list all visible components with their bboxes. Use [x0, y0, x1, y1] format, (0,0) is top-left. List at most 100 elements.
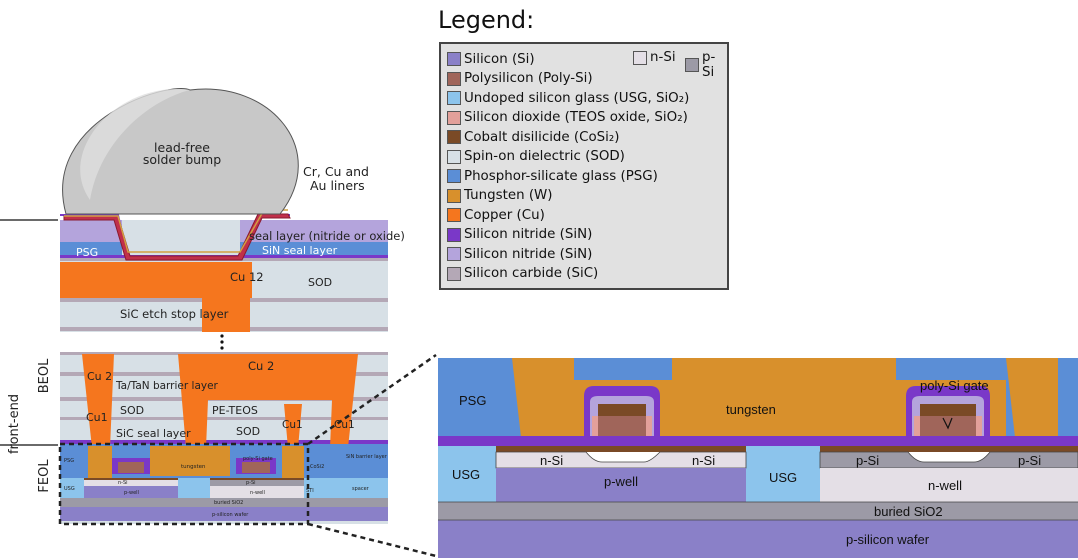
feol-detail-view: [438, 358, 1078, 558]
seal-layer-label: seal layer (nitride or oxide): [249, 229, 405, 243]
sic-seal-label: SiC seal layer: [116, 427, 191, 440]
polygate-small-label: poly-Si gate: [243, 456, 273, 462]
sic-etch-label: SiC etch stop layer: [120, 307, 229, 321]
barrier-label: Ta/TaN barrier layer: [115, 380, 219, 392]
legend-item: Silicon carbide (SiC): [447, 265, 598, 283]
cu12-copper: [60, 262, 252, 332]
legend-label: Silicon nitride (SiN): [464, 227, 593, 242]
legend-label: Spin-on dielectric (SOD): [464, 149, 625, 164]
legend-swatch: [447, 188, 461, 203]
detail-usg-left-label: USG: [452, 467, 480, 482]
legend-label: Cobalt disilicide (CoSi₂): [464, 129, 620, 145]
legend-item: Polysilicon (Poly-Si): [447, 70, 593, 88]
legend-swatch: [447, 169, 461, 183]
legend-item: Copper (Cu): [447, 206, 545, 224]
beol-feol-labels: Cu 2 Cu 2 Ta/TaN barrier layer Cu1 SOD P…: [64, 359, 388, 518]
detail-psi-a-label: p-Si: [856, 453, 879, 468]
legend-label: Tungsten (W): [464, 188, 553, 203]
pe-teos-label: PE-TEOS: [212, 404, 258, 417]
legend-label: Copper (Cu): [464, 207, 545, 223]
psi-small-label: p-Si: [246, 480, 256, 486]
legend-swatch: [447, 71, 461, 86]
sin-seal-label: SiN seal layer: [262, 244, 338, 257]
feol-label: FEOL: [37, 459, 52, 493]
liners-label-1: Cr, Cu and: [303, 164, 369, 179]
legend-swatch: [447, 247, 461, 261]
detail-nwell-label: n-well: [928, 478, 962, 493]
psg-small-label: PSG: [64, 458, 74, 464]
detail-nsi-a-label: n-Si: [540, 453, 563, 468]
legend-swatch-n-si: [633, 50, 647, 65]
liners-label-2: Au liners: [310, 178, 365, 193]
legend-label: Phosphor-silicate glass (PSG): [464, 168, 658, 184]
cu1-left-label: Cu1: [86, 411, 108, 424]
beol-label: BEOL: [37, 358, 52, 393]
legend-swatch: [447, 208, 461, 222]
legend-swatch: [447, 130, 461, 144]
cu2-left-label: Cu 2: [87, 370, 112, 383]
legend-item: Silicon dioxide (TEOS oxide, SiO₂): [447, 109, 688, 127]
legend-swatch: [447, 266, 461, 281]
sin-barrier-small-label: SiN barrier layer: [346, 454, 388, 460]
spacer-small-label: spacer: [352, 486, 370, 492]
bump-label-1: lead-free: [154, 140, 210, 155]
sti-small-label: STI: [306, 488, 314, 494]
cu12-label: Cu 12: [230, 270, 264, 284]
legend-item: Spin-on dielectric (SOD): [447, 148, 625, 166]
nsi-small-label: n-Si: [118, 480, 128, 486]
legend-label: Silicon nitride (SiN): [464, 246, 593, 262]
legend-item: Silicon (Si): [447, 50, 535, 68]
nwell-small-label: n-well: [250, 490, 265, 496]
detail-psg-label: PSG: [459, 393, 486, 408]
legend-label: Undoped silicon glass (USG, SiO₂): [464, 90, 690, 106]
cu1-mid-label: Cu1: [282, 419, 303, 431]
detail-psi-b-label: p-Si: [1018, 453, 1041, 468]
legend-label: Silicon (Si): [464, 51, 535, 67]
detail-nsi-b-label: n-Si: [692, 453, 715, 468]
feol-detail-labels: PSG tungsten poly-Si gate USG USG n-Si n…: [452, 378, 1041, 547]
legend-item: Tungsten (W): [447, 187, 553, 205]
legend-item: Silicon nitride (SiN): [447, 245, 592, 263]
sod-small2-label: SOD: [236, 425, 260, 438]
stack-continuation-dots: [220, 334, 224, 350]
wafer-small-label: p-silicon wafer: [212, 512, 249, 518]
legend-n-si-item: n-Si: [633, 50, 676, 65]
legend-item: Silicon nitride (SiN): [447, 226, 592, 244]
legend-swatch: [447, 91, 461, 105]
psg-label: PSG: [76, 246, 98, 259]
cu2-mid-label: Cu 2: [248, 359, 274, 373]
legend-n-si-label: n-Si: [650, 50, 676, 65]
detail-buried-label: buried SiO2: [874, 504, 943, 519]
legend-box: n-Si p-Si Silicon (Si) Polysilicon (Poly-…: [439, 42, 729, 290]
solder-bump-stack: [0, 88, 388, 332]
legend-label: Silicon carbide (SiC): [464, 266, 599, 281]
pwell-small-label: p-well: [124, 490, 139, 496]
bump-label-2: solder bump: [143, 152, 221, 167]
legend-swatch: [447, 227, 461, 242]
legend-item: Phosphor-silicate glass (PSG): [447, 167, 658, 185]
usg-small-label: USG: [64, 486, 75, 492]
detail-poly-gate-label: poly-Si gate: [920, 378, 989, 393]
legend-item: Undoped silicon glass (USG, SiO₂): [447, 89, 689, 107]
beol-feol-stack: [0, 352, 388, 524]
legend-p-si-label: p-Si: [702, 50, 716, 80]
legend-label: Polysilicon (Poly-Si): [464, 71, 593, 86]
detail-wafer-label: p-silicon wafer: [846, 532, 930, 547]
cu1-right-label: Cu1: [334, 419, 355, 431]
detail-pwell-label: p-well: [604, 474, 638, 489]
side-labels: BEOL front-end FEOL: [7, 358, 52, 493]
sod-label: SOD: [308, 276, 332, 289]
legend-p-si-item: p-Si: [685, 50, 727, 80]
legend-swatch-p-si: [685, 58, 699, 72]
detail-tungsten-label: tungsten: [726, 402, 776, 417]
front-end-label: front-end: [7, 394, 22, 454]
legend-item: Cobalt disilicide (CoSi₂): [447, 128, 620, 146]
cosi2-small-label: CoSi2: [310, 464, 324, 470]
sod-small-label: SOD: [120, 404, 144, 417]
legend-swatch: [447, 110, 461, 125]
legend-title: Legend:: [438, 6, 535, 34]
legend-swatch: [447, 149, 461, 164]
buried-small-label: buried SiO2: [214, 500, 243, 506]
legend-label: Silicon dioxide (TEOS oxide, SiO₂): [464, 110, 688, 125]
